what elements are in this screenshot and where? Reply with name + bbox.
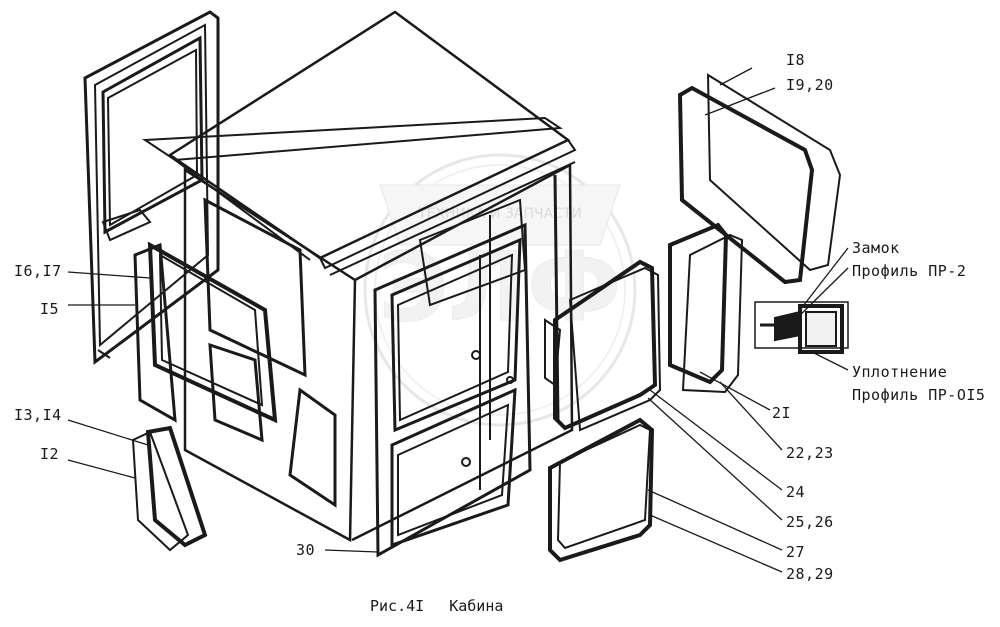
profile-section-detail: [754, 301, 849, 354]
side-glass-16-17: [147, 241, 278, 424]
label-19-20: I9,20: [786, 76, 834, 94]
label-30: 30: [296, 541, 316, 559]
door-glass-24: [568, 266, 662, 432]
rear-seal-19-20: [677, 85, 815, 285]
rear-glass-18: [706, 73, 842, 272]
label-profile-pr015: Профиль ПР-OI5: [852, 386, 986, 404]
label-profile-pr2: Профиль ПР-2: [852, 262, 967, 280]
cab-body: [141, 10, 577, 543]
label-18: I8: [786, 51, 806, 69]
label-13-14: I3,I4: [14, 406, 62, 424]
front-door: [373, 222, 562, 558]
watermark-text: ТЕХНИКА И ЗАПЧАСТИ: [417, 206, 582, 222]
lower-seal-28-29: [548, 417, 655, 563]
label-12: I2: [40, 445, 60, 463]
label-28-29: 28,29: [786, 565, 834, 583]
figure-title: Кабина: [449, 597, 504, 615]
label-uplotnenie: Уплотнение: [852, 363, 948, 381]
side-seal-22-23: [668, 222, 729, 385]
lower-glass-27: [556, 423, 652, 550]
label-15: I5: [40, 300, 60, 318]
leader-lines: [67, 67, 849, 573]
label-21: 2I: [772, 404, 792, 422]
small-glass-12: [131, 430, 190, 552]
label-24: 24: [786, 483, 806, 501]
label-25-26: 25,26: [786, 513, 834, 531]
side-glass-21: [681, 233, 744, 394]
label-16-17: I6,I7: [14, 262, 62, 280]
label-22-23: 22,23: [786, 444, 834, 462]
figure-number: Рис.4I: [370, 597, 425, 615]
door-seal-25-26: [553, 259, 658, 431]
label-27: 27: [786, 543, 806, 561]
small-seal-13-14: [145, 425, 208, 548]
figure-caption: Рис.4I Кабина: [370, 597, 519, 615]
watermark-letters: ЭЛФ: [379, 233, 622, 343]
side-seal-15: [133, 242, 177, 423]
label-zamok: Замок: [852, 239, 900, 257]
